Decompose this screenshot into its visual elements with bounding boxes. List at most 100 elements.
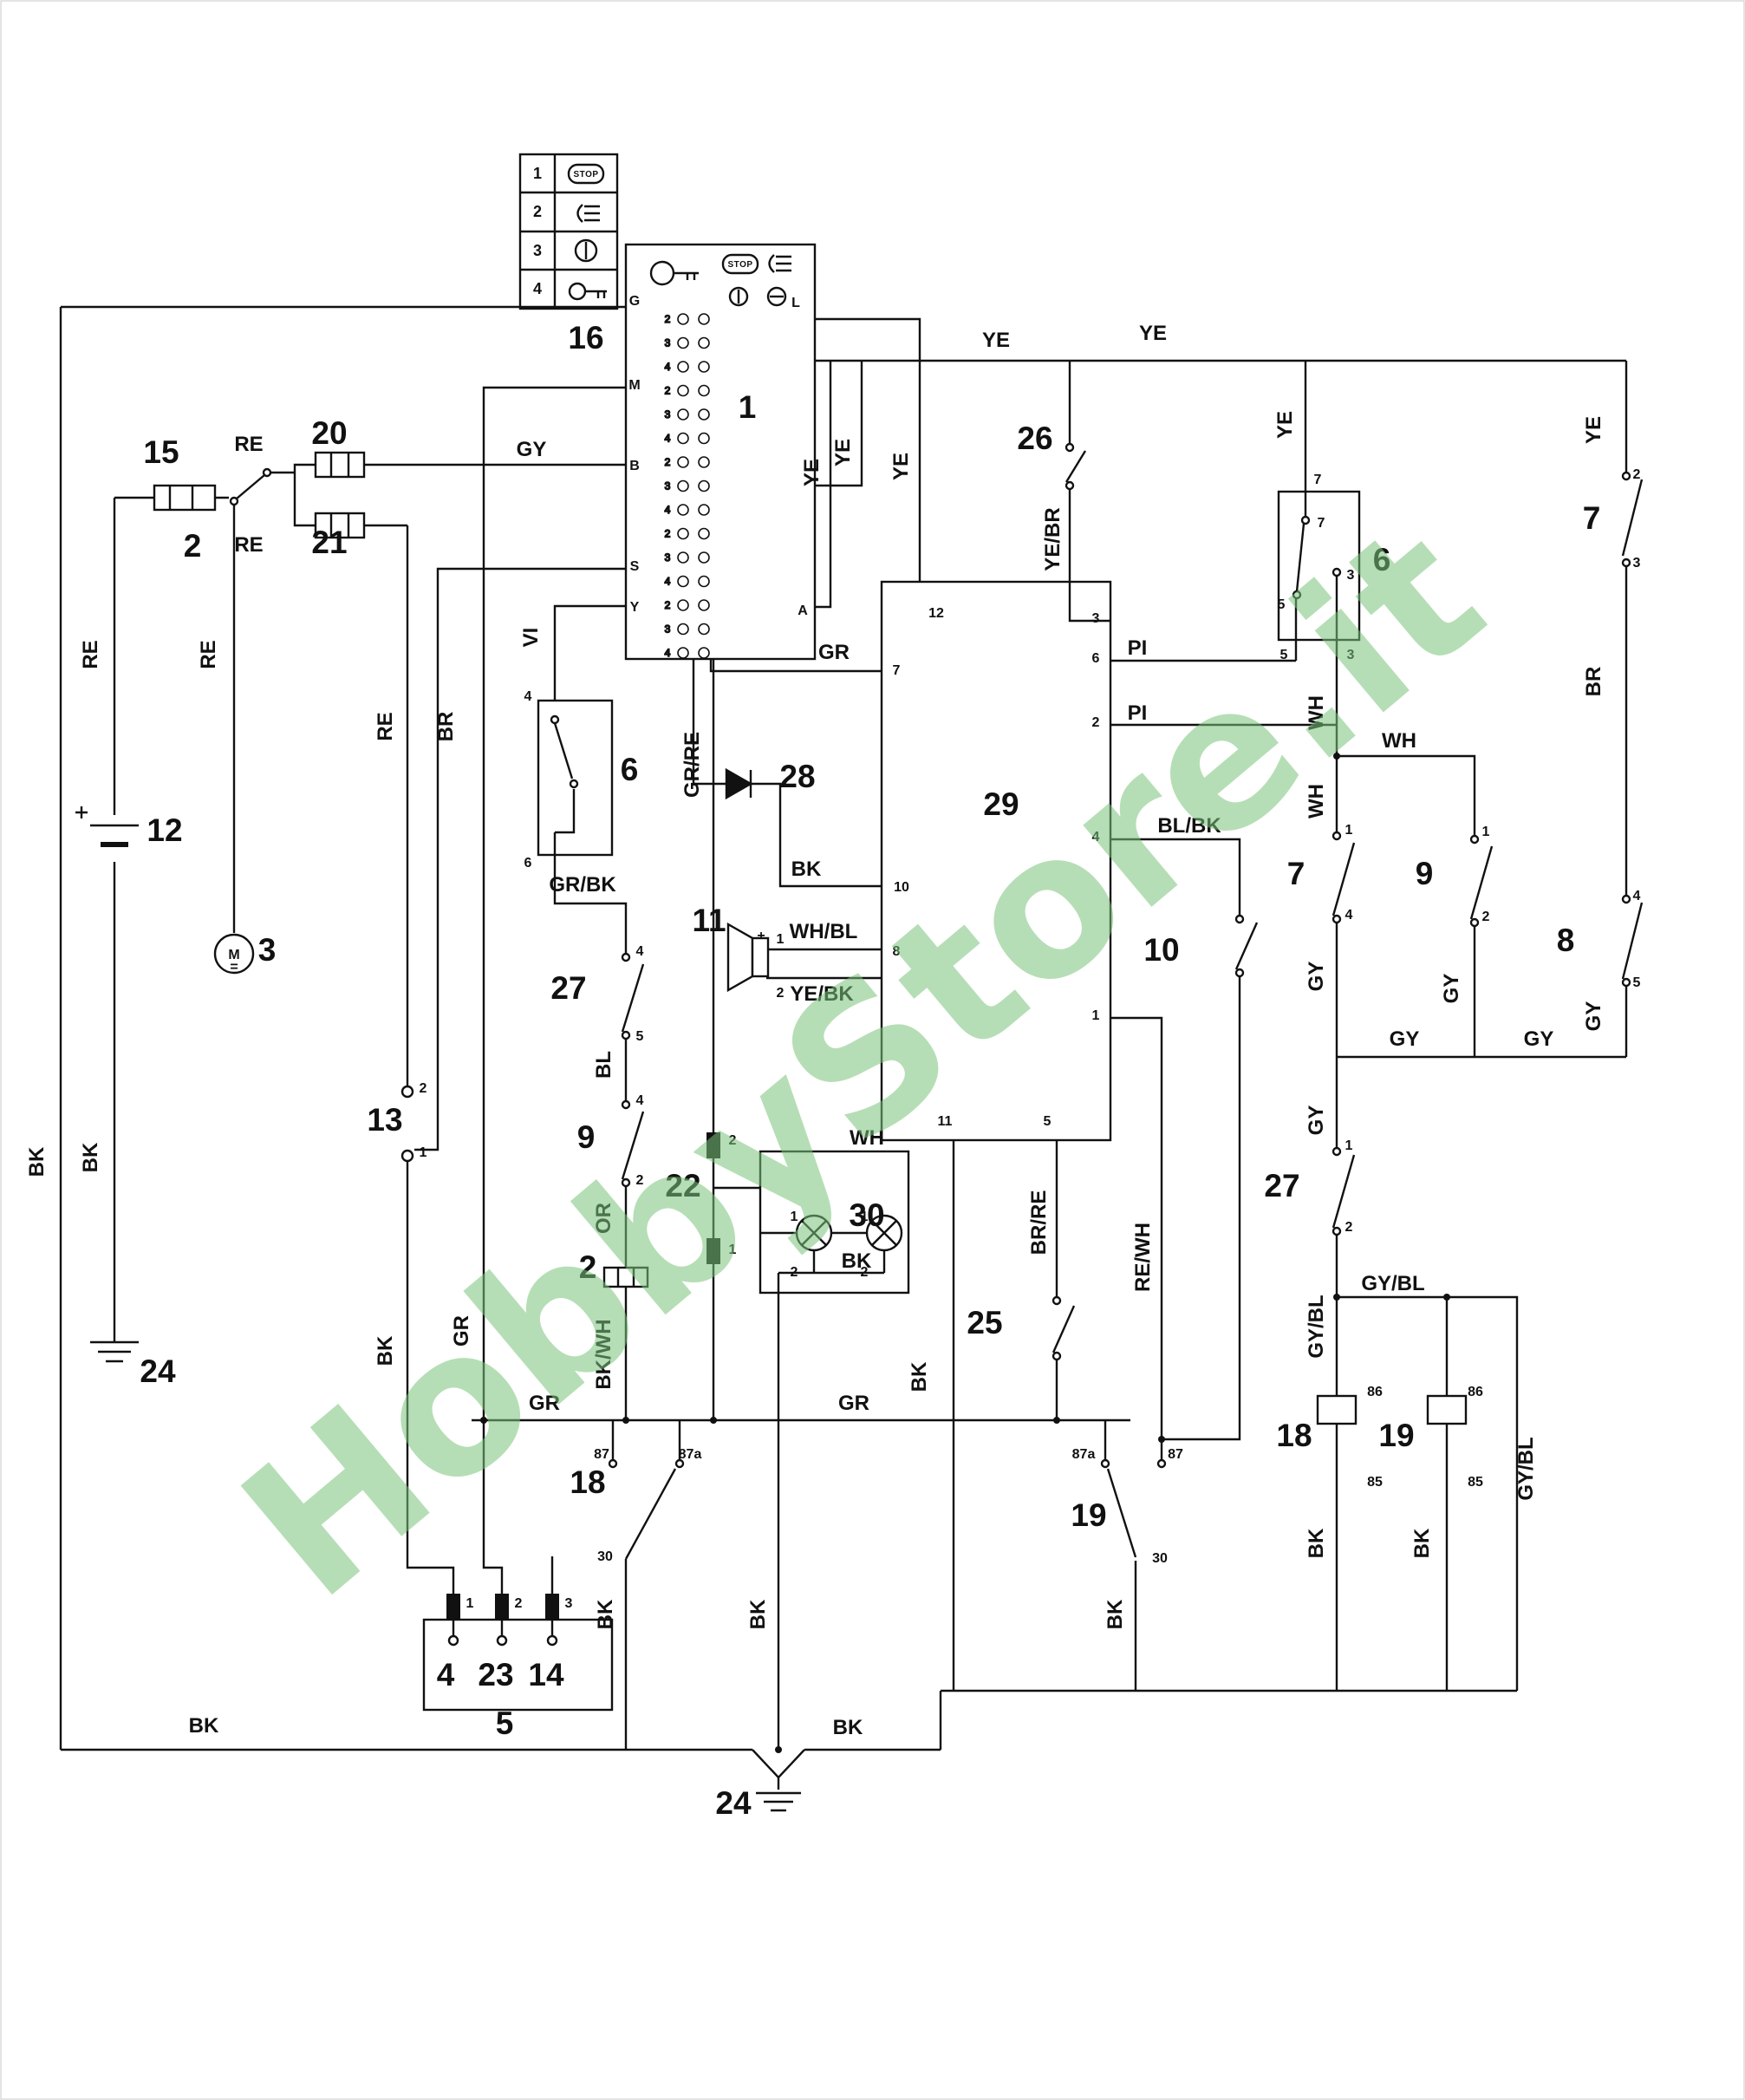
connector-pin-circle [677,479,689,492]
connector-pin-circle [677,361,689,373]
pin-label: 4 [636,1093,644,1108]
pin-label: 87a [679,1447,702,1462]
lamp-icon [795,1214,903,1252]
pin-label: 30 [1152,1551,1168,1566]
comp-label: 7 [1287,856,1305,891]
pin-label: 6 [524,856,532,871]
comp-label: 1 [739,389,757,425]
wire-label: BK [842,1249,872,1273]
wire-label: BK [746,1599,770,1629]
strip-num: 3 [665,623,671,636]
connector-pin-circle [677,599,689,611]
stop-badge-text: STOP [727,260,752,270]
fuse-2 [602,1266,649,1288]
connector-pin-circle [698,504,710,516]
pin-label: 7 [1318,516,1325,531]
wire-label: BL/BK [1157,814,1221,838]
connector-pin-circle [698,623,710,636]
comp-label: 23 [478,1657,513,1692]
pin-label: 2 [791,1265,798,1280]
comp-label: 8 [1557,923,1575,958]
pin-label: 2 [1482,910,1490,924]
pin-label: 2 [861,1265,869,1280]
legend-box [518,153,619,310]
comp-label: 25 [967,1305,1002,1340]
component-number-labels: 1522021161123241362792223018112829261025… [140,320,1600,1821]
pin-label: 2 [515,1596,523,1611]
connector-pin-circle [698,551,710,564]
switch-contacts [229,442,1631,1647]
connector-pin-circle [698,432,710,445]
wire-label: GY [1524,1027,1554,1051]
buzzer-11-icon [726,922,770,993]
wire-label: BK [25,1146,49,1177]
pin-label: 5 [636,1029,644,1044]
indicator-icons [728,286,787,307]
module-6-left [537,699,614,857]
connector-pin-circle [677,551,689,564]
comp-label: 13 [367,1102,402,1138]
wire-label: BK [374,1335,397,1366]
wire-label: GY [1305,1105,1328,1136]
comp-label: 24 [140,1353,176,1389]
fuse-15 [153,484,217,512]
pin-label: 85 [1468,1475,1483,1490]
pin-label: 4 [636,944,644,959]
pin-label: 1 [777,932,785,947]
pin-label: 2 [777,986,785,1001]
wire-label: BK [189,1714,219,1738]
wire-label: WH [850,1126,884,1150]
junction-dot [710,1417,717,1424]
wire-label: GR/RE [680,732,704,798]
connector-squares [446,753,1450,1753]
connector-pin-circle [698,479,710,492]
pin-label: 1 [1345,823,1353,838]
comp-label: 18 [1276,1418,1312,1453]
pin-label: 4 [1345,908,1353,923]
junction-dot [622,1417,629,1424]
wire-label: BK [908,1361,931,1392]
wire-label: BK [1305,1528,1328,1558]
module-6-right [1277,490,1361,642]
comp-label: 16 [568,320,603,355]
pin-label: 85 [1367,1475,1383,1490]
pin-label: 6 [1092,651,1100,666]
comp-label: 5 [496,1705,514,1741]
pin-label: 3 [1633,556,1641,571]
connector-pin-circle [677,313,689,325]
connector-pin-circle [677,575,689,588]
comp-label: 15 [143,434,179,470]
wire-label: WH [1382,729,1416,753]
pin-label: 4 [524,689,532,704]
legend-num: 3 [533,242,542,259]
pin-label: 1 [1345,1138,1353,1153]
wire-label: GY/BL [1514,1437,1538,1500]
pin-label: M [228,948,239,962]
strip-num: 4 [665,433,671,445]
wire-label: OR [592,1203,615,1234]
pin-label: 1 [466,1596,474,1611]
pin-label: 5 [1278,597,1286,612]
wire-label: RE [374,712,397,740]
component-shapes [153,153,1631,1712]
strip-num: 3 [665,480,671,492]
pin-label: 2 [1345,1220,1353,1235]
comp-label: 27 [550,970,586,1006]
wire-label: WH [1305,784,1328,818]
comp-label: 2 [184,528,202,564]
wire-label: GR [838,1392,869,1415]
comp-label: 19 [1071,1497,1106,1533]
wire-label: BR [1582,667,1605,697]
pin-label: 2 [1092,715,1100,730]
wire-label: YE/BR [1041,507,1065,571]
connector-block-5 [422,1618,614,1712]
wire-label: GR [818,641,850,664]
headlight-icon [768,254,791,273]
wire-label: PI [1128,636,1148,660]
junction-dot [775,1746,782,1753]
comp-label: 10 [1143,932,1179,968]
pin-label: 2 [729,1133,737,1148]
wire-label: YE/BK [790,982,854,1006]
